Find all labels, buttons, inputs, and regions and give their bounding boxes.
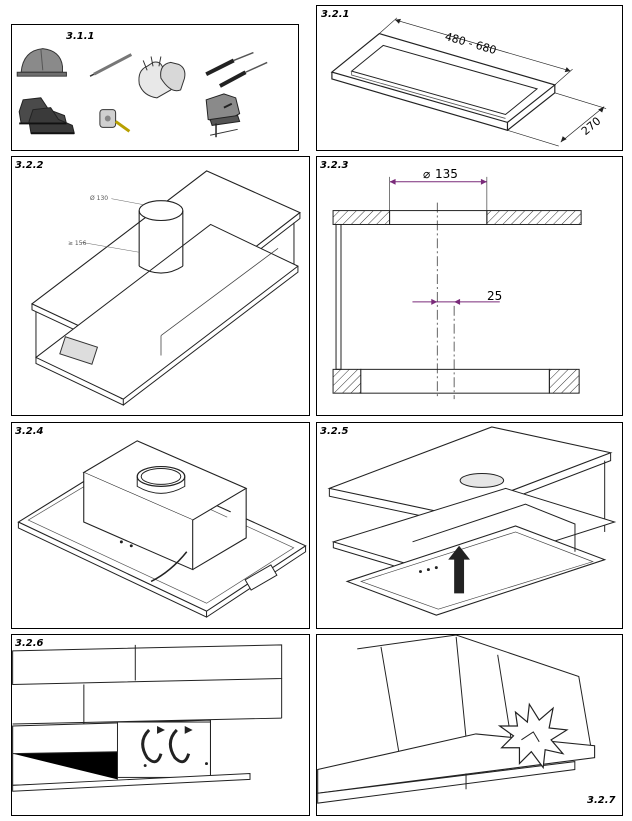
gloves-icon — [138, 56, 186, 99]
duct-diameter-label: Ø 130 — [90, 195, 109, 202]
safety-boots-icon — [18, 97, 75, 135]
click-burst-icon — [497, 702, 569, 770]
panel-label: 3.2.3 — [320, 160, 349, 171]
diameter-value-label: 135 — [435, 167, 458, 181]
panel-3-2-6: 3.2.6 — [11, 634, 310, 816]
hard-hat-icon — [16, 48, 67, 77]
panel-label: 3.2.6 — [15, 638, 44, 649]
panel-3-2-3: 3.2.3 ⌀ 135 25 — [316, 156, 623, 416]
tape-measure-icon — [99, 109, 131, 133]
panel-label: 3.2.4 — [15, 426, 44, 437]
insertion-illustration — [327, 426, 617, 616]
cabinet-duct-illustration — [30, 170, 301, 406]
panel-label: 3.2.1 — [321, 9, 350, 20]
rotate-arrow-icon — [141, 725, 193, 764]
fixing-screws-illustration — [12, 644, 283, 792]
panel-3-1-1: 3.1.1 — [11, 24, 299, 151]
panel-label: 3.2.5 — [320, 426, 349, 437]
panel-label: 3.2.7 — [587, 795, 616, 806]
hood-unit-illustration — [17, 440, 307, 618]
cutout-frame-illustration — [330, 17, 607, 147]
section-drawing-illustration — [332, 176, 582, 400]
tools-illustration — [16, 48, 268, 138]
panel-3-2-4: 3.2.4 — [11, 422, 310, 629]
offset-value-label: 25 — [487, 289, 503, 303]
panel-3-2-7: 3.2.7 — [316, 634, 623, 816]
pencil-icon — [89, 53, 133, 77]
screwdrivers-icon — [205, 51, 268, 88]
panel-3-2-5: 3.2.5 — [316, 422, 623, 629]
jigsaw-icon — [205, 93, 241, 138]
panel-3-2-1: 3.2.1 480 - 680 270 — [316, 5, 623, 151]
duct-min-label: ≥ 156 — [68, 240, 87, 247]
snap-in-illustration — [317, 635, 596, 804]
panel-label: 3.1.1 — [66, 31, 95, 42]
panel-3-2-2: 3.2.2 Ø 130 ≥ 156 — [11, 156, 310, 416]
diameter-symbol: ⌀ — [423, 167, 431, 181]
panel-label: 3.2.2 — [15, 160, 44, 171]
